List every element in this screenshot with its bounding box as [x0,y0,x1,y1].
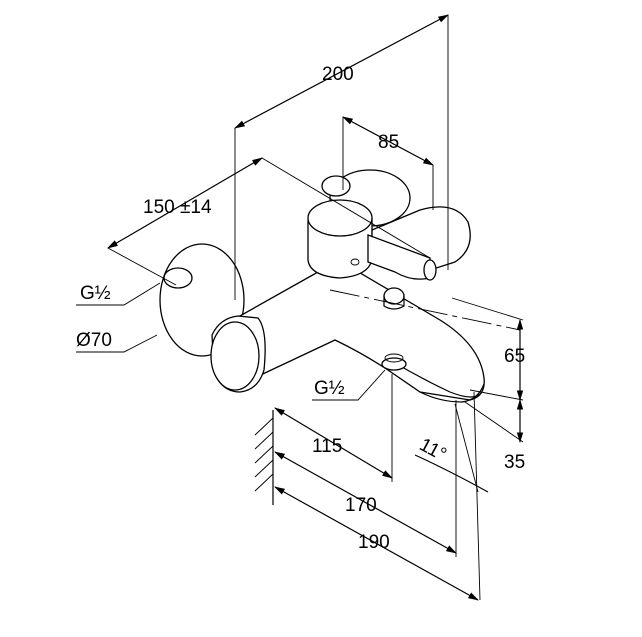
label-rosette-diameter: Ø70 [76,330,112,351]
dim-line-200 [234,14,449,129]
label-150: 150 ±14 [143,197,212,218]
dimension-lines [76,14,524,601]
label-inlet-thread: G½ [80,283,111,304]
label-200: 200 [322,64,354,85]
left-handle-cap [210,321,260,391]
rear-inlet-nut [321,175,351,197]
dim-line-85 [342,116,434,166]
angle-arc-11 [414,454,489,493]
label-115: 115 [312,436,342,457]
dim-line-150 [107,157,263,249]
label-65: 65 [504,346,525,367]
label-190: 190 [358,532,390,553]
top-column-cap [307,199,373,237]
label-85: 85 [378,132,399,153]
label-outlet-thread: G½ [314,378,345,399]
label-170: 170 [345,495,377,516]
label-35: 35 [504,452,525,473]
label-angle: 11° [416,434,450,465]
dim-line-190 [274,486,479,601]
mixer-body-outline [159,169,521,403]
inlet-nut [163,267,193,289]
